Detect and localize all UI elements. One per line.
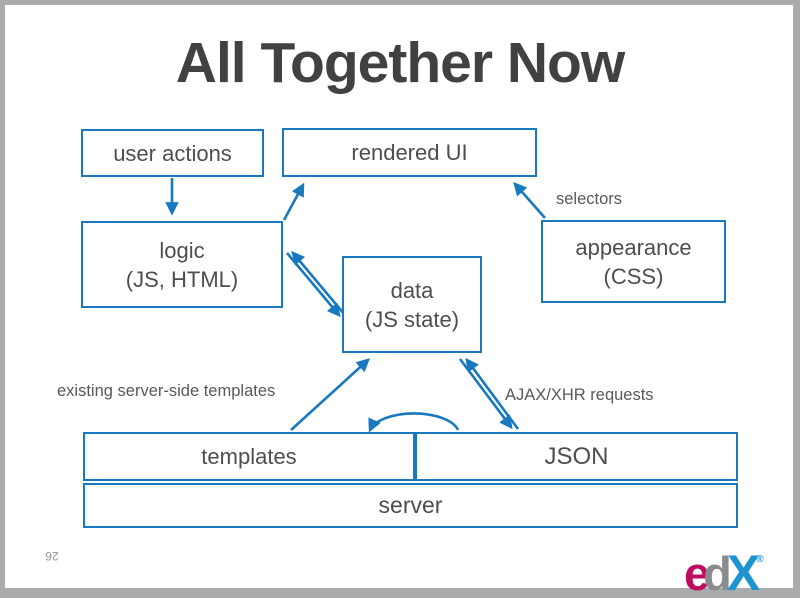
edge-label-existing-server-side-templates: existing server-side templates xyxy=(57,382,276,400)
node-appearance-label: appearance xyxy=(575,234,692,260)
node-logic-sublabel: (JS, HTML) xyxy=(125,266,239,292)
node-templates-label: templates xyxy=(201,444,297,469)
edx-logo: edX® xyxy=(684,536,764,598)
node-rendered-ui: rendered UI xyxy=(282,128,537,177)
edge-label-selectors: selectors xyxy=(556,190,623,208)
page-number: 26 xyxy=(45,549,59,563)
node-templates: templates xyxy=(83,432,415,481)
node-user-actions: user actions xyxy=(81,129,264,177)
edx-logo-letter-e: e xyxy=(684,547,710,598)
node-data-label: data xyxy=(390,277,434,303)
node-server: server xyxy=(83,483,738,528)
edx-logo-letter-d: d xyxy=(703,547,732,598)
slide-title: All Together Now xyxy=(175,31,625,95)
edx-logo-letter-x: X xyxy=(726,545,760,598)
node-data: data (JS state) xyxy=(342,256,482,353)
node-server-label: server xyxy=(378,492,443,518)
edge-label-ajax-xhr-requests: AJAX/XHR requests xyxy=(505,386,654,404)
node-json-label: JSON xyxy=(544,443,609,470)
node-appearance-sublabel: (CSS) xyxy=(603,263,664,289)
node-logic-label: logic xyxy=(159,237,205,263)
edx-logo-registered-mark: ® xyxy=(756,554,764,565)
node-json: JSON xyxy=(415,432,738,481)
node-rendered-ui-label: rendered UI xyxy=(351,140,468,165)
node-data-sublabel: (JS state) xyxy=(364,306,460,332)
node-appearance: appearance (CSS) xyxy=(541,220,726,303)
node-logic: logic (JS, HTML) xyxy=(81,221,283,308)
node-user-actions-label: user actions xyxy=(113,140,232,166)
